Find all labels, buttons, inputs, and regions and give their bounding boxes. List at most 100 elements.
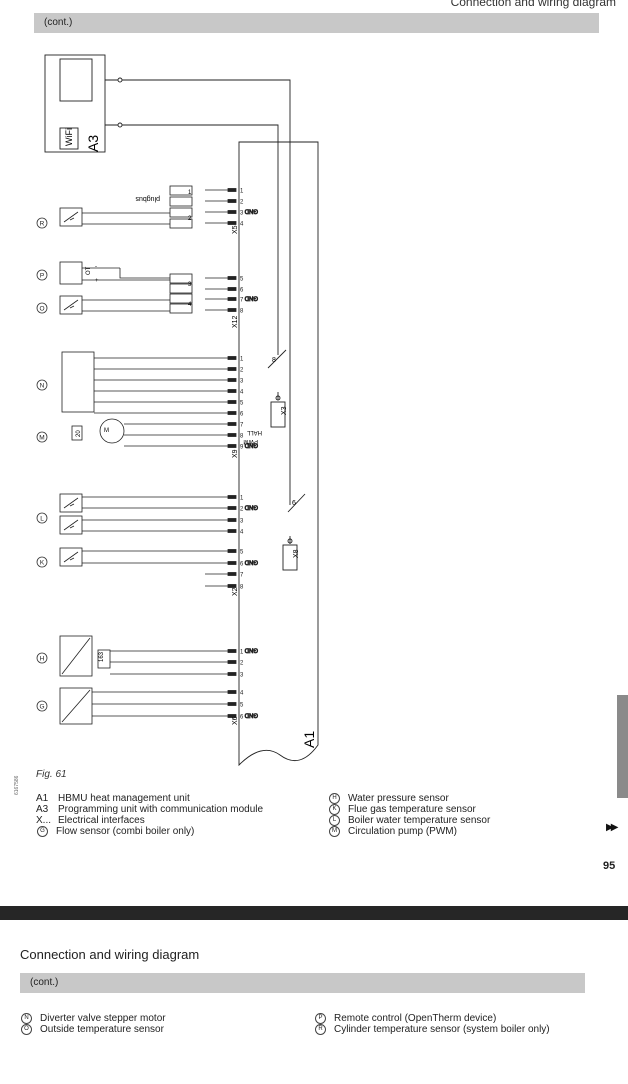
terminal-block: [169, 273, 193, 284]
side-tab: [617, 695, 628, 798]
terminal-pin: [227, 389, 237, 393]
component-letter: L: [40, 516, 44, 523]
terminal-pin: [227, 308, 237, 312]
component-letter: O: [39, 306, 44, 313]
terminal-pin: [227, 433, 237, 437]
boiler-water-sensor-1: [59, 493, 83, 513]
wifi-label: WiFi: [64, 128, 74, 146]
page2-title: Connection and wiring diagram: [20, 947, 200, 962]
pin-number: 8: [240, 585, 244, 591]
page2-cont-label: (cont.): [30, 977, 59, 988]
zone-2: 2: [188, 216, 192, 222]
component-letter: N: [40, 383, 45, 390]
component-letter-circle: [36, 217, 48, 229]
page2-cont-bar: (cont.): [20, 973, 585, 993]
legend-circle-letter: M: [329, 826, 340, 837]
plugbus-label: plugbus: [135, 195, 160, 202]
pin-number: 4: [240, 530, 244, 536]
pin-number: 8: [240, 434, 244, 440]
terminal-pin: [227, 367, 237, 371]
terminal-pin: [227, 584, 237, 588]
pin-number: 5: [240, 703, 244, 709]
gnd-label: GND: [244, 712, 258, 718]
terminal-block: [169, 196, 193, 207]
terminal-block: [169, 218, 193, 229]
component-letter: M: [39, 435, 44, 442]
water-pressure-sensor: [59, 635, 93, 677]
pin-number: 5: [240, 277, 244, 283]
terminal-pin: [227, 529, 237, 533]
a1-board: [238, 141, 319, 767]
boiler-water-sensor-2-symbol: [63, 519, 79, 531]
wiring-diagram: X3 X8 8 6 WiFi A3 A1 1234567812345678912…: [36, 54, 319, 767]
terminal-pin: [227, 221, 237, 225]
legend-circle-letter: P: [315, 1013, 326, 1024]
legend-text: HBMU heat management unit: [58, 793, 190, 804]
legend-text: Diverter valve stepper motor: [40, 1013, 166, 1025]
pin-number: 6: [240, 412, 244, 418]
legend-code: A1: [36, 793, 49, 804]
pin-number: 3: [240, 379, 244, 385]
x2-label: X2: [232, 587, 239, 596]
x12-label: X12: [232, 315, 239, 328]
legend-row: L Boiler water temperature sensor: [328, 815, 490, 827]
pin-number: 6: [240, 288, 244, 294]
pwm-label: PWM: [243, 438, 258, 444]
component-letter: K: [40, 560, 45, 567]
legend-row: P Remote control (OpenTherm device): [314, 1013, 496, 1025]
zone-1: 1: [188, 190, 192, 196]
image-id: 6167586: [14, 775, 20, 795]
pin-number: 1: [240, 189, 244, 195]
legend-text: Flue gas temperature sensor: [348, 804, 476, 816]
legend-circle-letter: O: [21, 1024, 32, 1035]
terminal-pin: [227, 287, 237, 291]
a3-label: A3: [85, 135, 101, 152]
terminal-pin: [227, 702, 237, 706]
next-page-arrows[interactable]: ▶▶: [606, 822, 619, 833]
terminal-pin: [227, 572, 237, 576]
value-20: 20: [76, 430, 82, 437]
terminal-pin: [227, 411, 237, 415]
component-letter: H: [40, 656, 45, 663]
terminal-block: [169, 185, 193, 196]
pin-number: 1: [240, 496, 244, 502]
signal-wire: [119, 268, 170, 279]
wifi-module: [59, 127, 79, 150]
legend-text: Remote control (OpenTherm device): [334, 1013, 497, 1025]
value-163: 163: [99, 651, 105, 662]
terminal-pin: [227, 210, 237, 214]
pin-number: 3: [240, 673, 244, 679]
remote-control-box: [59, 261, 83, 285]
hall-label: HALL: [246, 429, 262, 435]
pin-number: 5: [240, 550, 244, 556]
a3-display: [59, 58, 93, 102]
x3-label: X3: [281, 406, 288, 415]
x8-connector: [282, 544, 298, 571]
boiler-water-sensor-2: [59, 515, 83, 535]
pin-number: 1: [240, 357, 244, 363]
x5-label: X5: [232, 225, 239, 234]
legend-text: Boiler water temperature sensor: [348, 815, 491, 827]
a3-cable-mid: [105, 124, 279, 355]
component-letter-circle: [36, 269, 48, 281]
terminal-pin: [227, 649, 237, 653]
terminal-pin: [227, 188, 237, 192]
x8-label: X8: [293, 549, 300, 558]
flue-gas-sensor: [59, 547, 83, 567]
legend-circle-letter: L: [329, 815, 340, 826]
pump-motor: [99, 418, 125, 444]
ot-plus: +: [95, 278, 99, 284]
terminal-pin: [227, 506, 237, 510]
x3-connector: [270, 401, 286, 428]
page-number: 95: [603, 860, 616, 872]
cylinder-sensor-symbol: [63, 211, 79, 223]
ot-minus: -: [95, 264, 97, 270]
pump-connector: [71, 425, 83, 441]
a3-unit: [44, 54, 106, 153]
x9-label: X9: [232, 449, 239, 458]
pin-number: 4: [240, 222, 244, 228]
